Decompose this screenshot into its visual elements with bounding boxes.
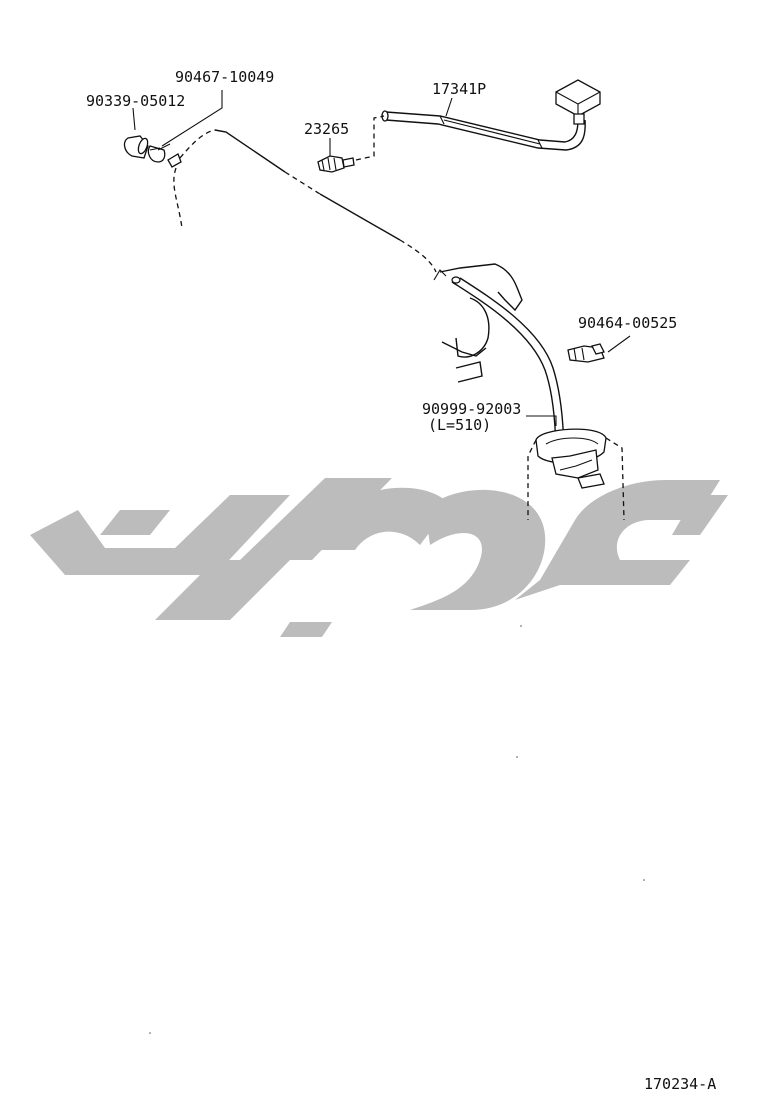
- speck: [643, 879, 645, 881]
- fitting-23265: [317, 155, 355, 173]
- pipe-run-1: [214, 129, 286, 173]
- hose-left-dashed: [173, 167, 183, 229]
- hose-17341P: [381, 110, 586, 151]
- figure-code: 170234-A: [644, 1075, 716, 1093]
- clip-90464: [567, 343, 605, 363]
- leader-90467: [161, 90, 223, 147]
- hose-end-90339: [123, 135, 149, 159]
- leader-90464: [607, 335, 631, 353]
- bracket-outline: [433, 263, 523, 383]
- hose-90999: [451, 276, 565, 461]
- watermark-logo: [30, 478, 728, 637]
- speck: [520, 625, 522, 627]
- leader-90999: [526, 415, 557, 426]
- leader-17341P: [445, 97, 453, 117]
- label-length-510: (L=510): [428, 416, 491, 434]
- vsv-block: [555, 79, 601, 125]
- hose-23265-dashed: [355, 115, 385, 161]
- leader-90339: [132, 107, 136, 131]
- speck: [149, 1032, 151, 1034]
- label-90467-10049: 90467-10049: [175, 68, 274, 86]
- label-90464-00525: 90464-00525: [578, 314, 677, 332]
- label-90999-92003: 90999-92003: [422, 400, 521, 418]
- speck: [516, 756, 518, 758]
- label-90339-05012: 90339-05012: [86, 92, 185, 110]
- hose-left-arc: [179, 129, 216, 159]
- pipe-run-dashed-2: [399, 239, 437, 273]
- label-17341P: 17341P: [432, 80, 486, 98]
- pipe-run-2: [319, 193, 401, 241]
- canister: [527, 428, 625, 521]
- clamp-90467: [147, 143, 171, 163]
- pipe-run-dashed-1: [284, 171, 321, 195]
- hose-fitting-left: [167, 153, 182, 168]
- label-23265: 23265: [304, 120, 349, 138]
